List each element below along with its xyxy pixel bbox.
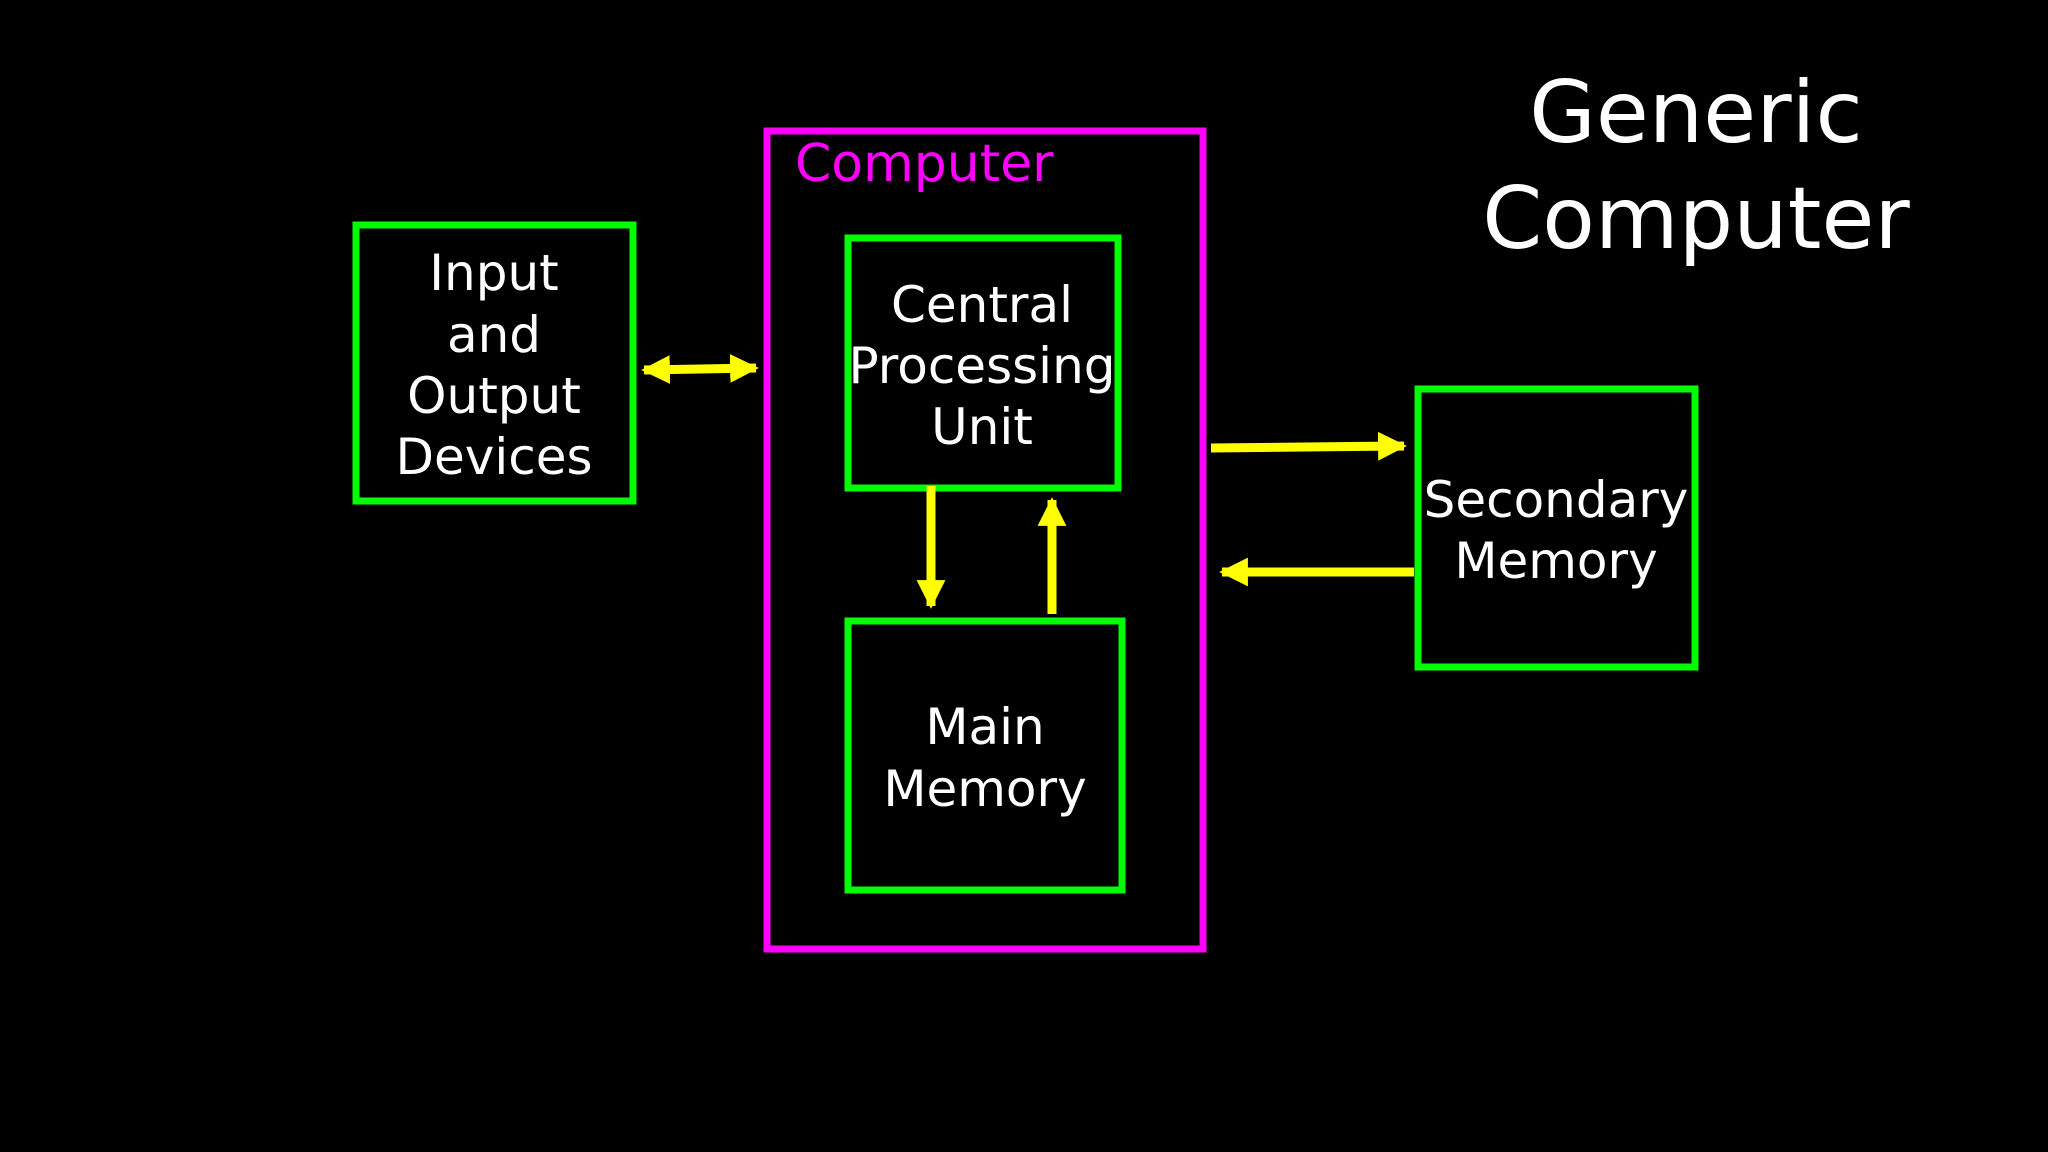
io-devices-box <box>352 221 637 505</box>
cpu-label: Central Processing Unit <box>849 276 1116 456</box>
io-computer-bidirectional-arrow <box>641 354 759 384</box>
cpu-label-line-1: Central <box>891 276 1073 334</box>
secondary-memory-label: Secondary Memory <box>1424 471 1689 590</box>
computer-container-label: Computer <box>795 134 1054 194</box>
secondary-memory-label-line-1: Secondary <box>1424 471 1689 529</box>
main-memory-label-line-2: Memory <box>883 760 1086 818</box>
io-label-line-2: and <box>447 306 541 364</box>
diagram-title: Generic Computer <box>1482 63 1910 269</box>
io-label-line-3: Output <box>407 367 581 425</box>
io-label-line-1: Input <box>429 244 558 302</box>
io-label-line-4: Devices <box>395 428 592 486</box>
cpu-label-line-2: Processing <box>849 337 1116 395</box>
title-line-2: Computer <box>1482 169 1910 269</box>
secondary-memory-label-line-2: Memory <box>1454 532 1657 590</box>
cpu-label-line-3: Unit <box>931 398 1033 456</box>
main-memory-label: Main Memory <box>883 698 1086 818</box>
cpu-box <box>844 234 1122 492</box>
main-memory-box <box>844 617 1126 894</box>
computer-container <box>763 127 1207 953</box>
secondary-memory-box <box>1414 385 1699 671</box>
main-memory-label-line-1: Main <box>925 698 1044 756</box>
computer-to-secondary-memory-arrow <box>1210 431 1407 461</box>
io-devices-label: Input and Output Devices <box>395 244 592 486</box>
title-line-1: Generic <box>1529 63 1863 163</box>
